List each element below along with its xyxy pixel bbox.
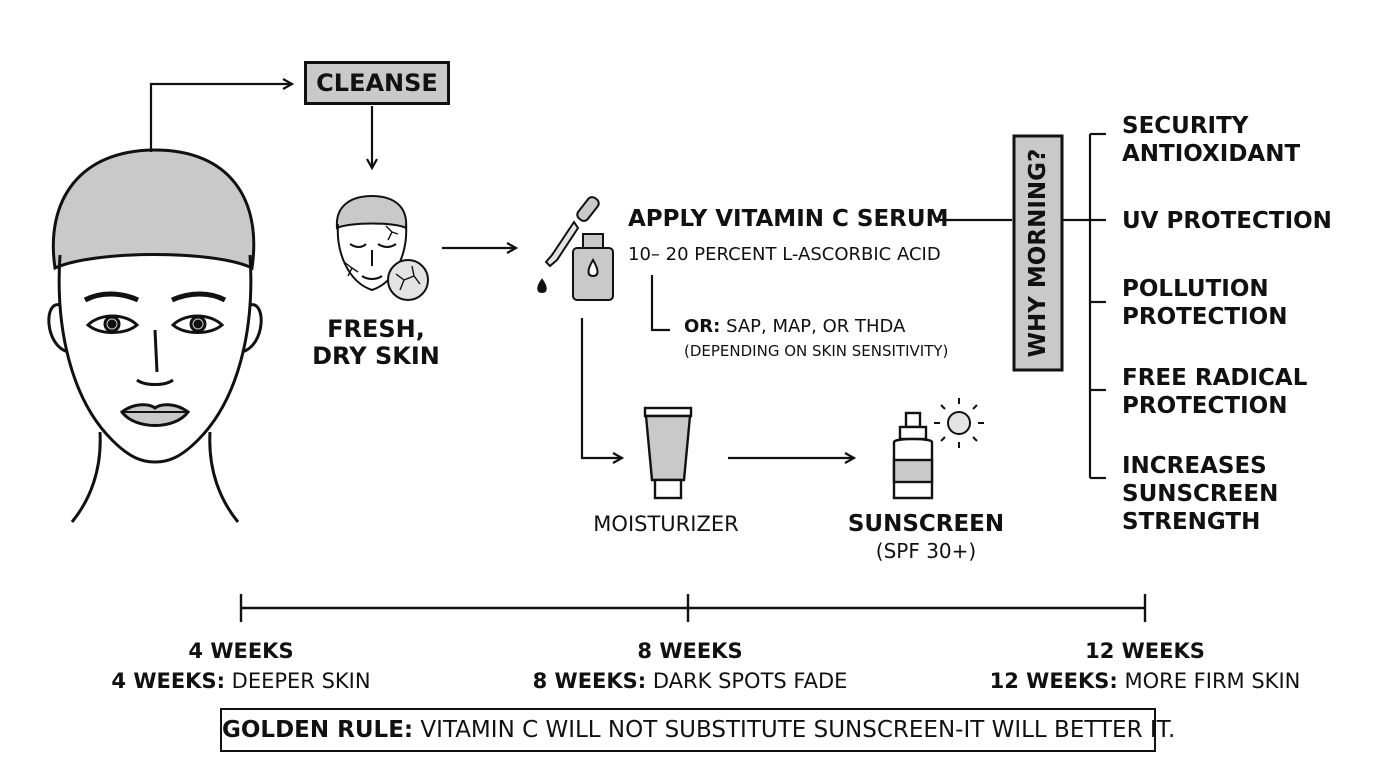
- timeline-milestone-12-weeks: 12 WEEKS 12 WEEKS: MORE FIRM SKIN: [989, 639, 1301, 693]
- why-morning-box: [1012, 134, 1064, 372]
- serum-title: APPLY VITAMIN C SERUM: [628, 206, 949, 232]
- sunscreen-label: SUNSCREEN: [847, 511, 1005, 537]
- arrow-to-moisturizer: [580, 318, 622, 458]
- moisturizer-tube-icon: [643, 406, 693, 500]
- reason-pollution-protection: POLLUTION PROTECTION: [1122, 276, 1288, 330]
- why-morning-title: WHY MORNING?: [1025, 149, 1051, 358]
- serum-concentration: 10– 20 PERCENT L-ASCORBIC ACID: [628, 244, 941, 265]
- timeline-milestone-8-weeks: 8 WEEKS 8 WEEKS: DARK SPOTS FADE: [532, 639, 848, 693]
- alternative-connector: [650, 275, 670, 332]
- sunscreen-spf: (SPF 30+): [875, 539, 977, 563]
- arrow-to-cleanse: [149, 84, 292, 152]
- timeline-milestone-4-weeks: 4 WEEKS 4 WEEKS: DEEPER SKIN: [111, 639, 371, 693]
- hair-cap-icon: [51, 148, 256, 271]
- fresh-skin-label: FRESH, DRY SKIN: [312, 315, 440, 370]
- reason-sunscreen-strength: INCREASES SUNSCREEN STRENGTH: [1122, 453, 1279, 535]
- reason-uv-protection: UV PROTECTION: [1122, 208, 1332, 234]
- dry-skin-face-icon: [335, 194, 429, 301]
- sun-icon: [934, 398, 984, 448]
- reasons-bracket: [1062, 132, 1106, 480]
- golden-rule-box: GOLDEN RULE: VITAMIN C WILL NOT SUBSTITU…: [220, 708, 1175, 752]
- cleanse-label: CLEANSE: [316, 69, 438, 97]
- sunscreen-bottle-icon: [892, 411, 934, 500]
- serum-alternative-note: (DEPENDING ON SKIN SENSITIVITY): [684, 342, 949, 360]
- reason-free-radical-protection: FREE RADICAL PROTECTION: [1122, 365, 1308, 419]
- timeline-axis: [239, 594, 1147, 622]
- serum-alternative: OR: SAP, MAP, OR THDA: [684, 316, 906, 337]
- serum-dropper-icon: [537, 196, 614, 301]
- reason-antioxidant: SECURITY ANTIOXIDANT: [1122, 113, 1301, 167]
- moisturizer-label: MOISTURIZER: [593, 512, 739, 536]
- face-illustration: [47, 148, 263, 523]
- cleanse-step: CLEANSE: [304, 61, 450, 105]
